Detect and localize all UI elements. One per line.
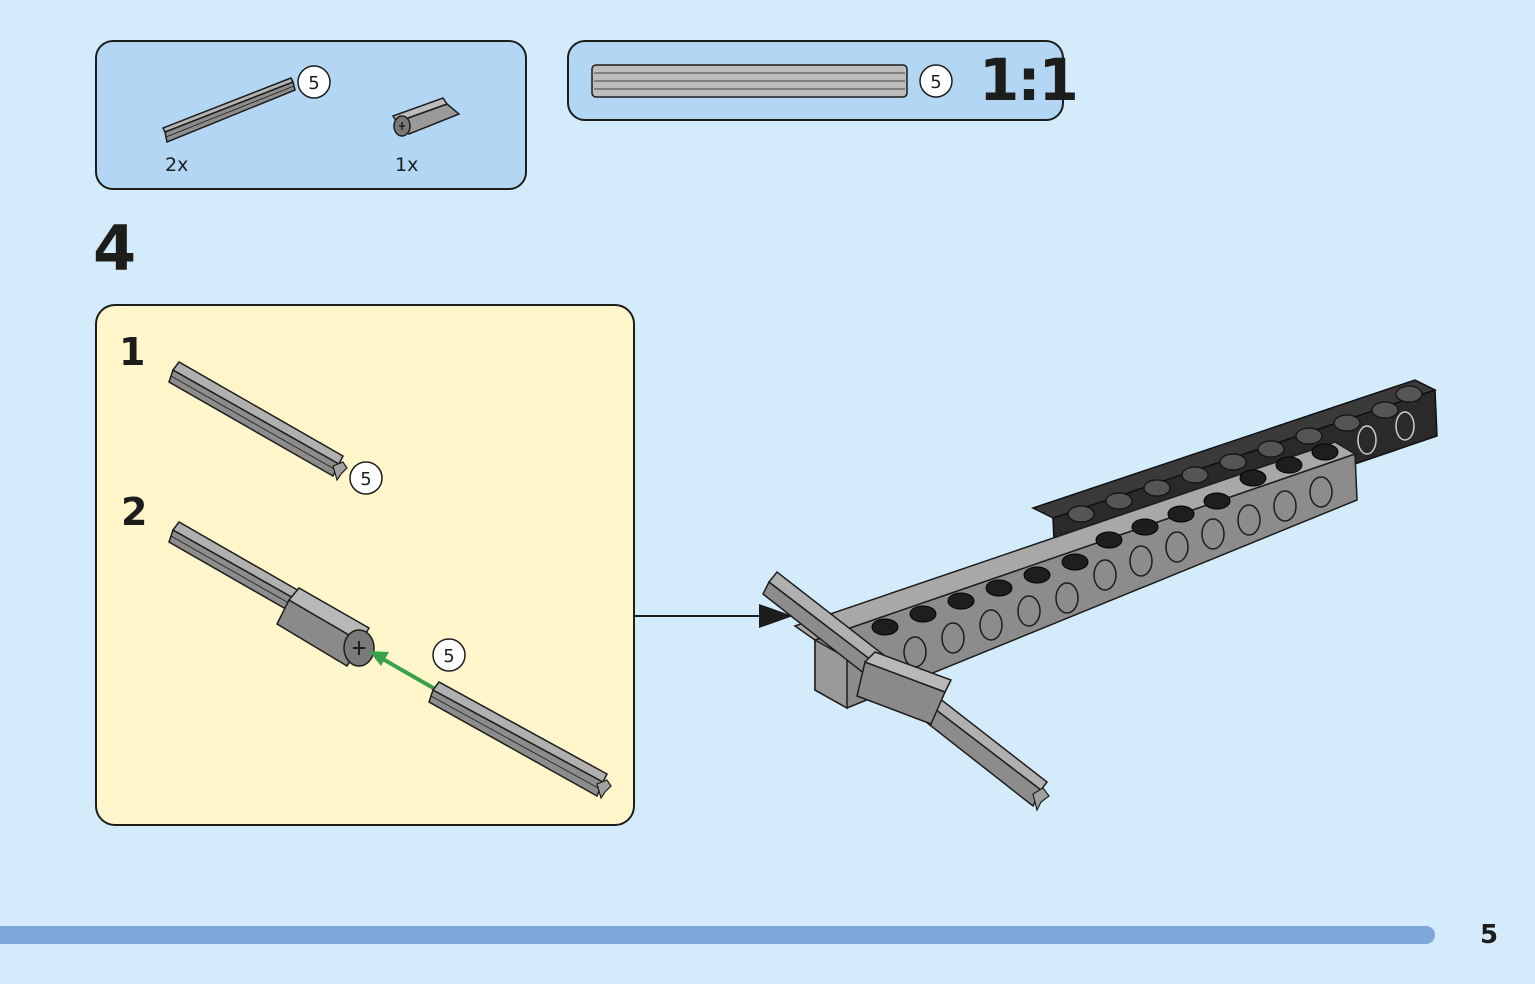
scale-label: 1:1 [979, 46, 1079, 114]
parts-illustration: 5 [161, 65, 461, 144]
progress-bar [0, 926, 1435, 944]
substep-number: 1 [119, 330, 146, 374]
substep-number: 2 [121, 490, 148, 534]
main-assembly-illustration [635, 379, 1438, 812]
axle-through-beam [762, 570, 1050, 812]
quantity-label: 2x [165, 154, 189, 176]
subassembly-illustration: 5 5 [168, 361, 612, 800]
placement-arrow-head [759, 604, 793, 628]
axle-connector-part [391, 97, 461, 137]
grey-beam [793, 441, 1358, 710]
page-number: 5 [1480, 920, 1499, 950]
axle-5-part [161, 77, 296, 144]
insert-arrow-head [369, 651, 389, 666]
axle-5-part [428, 681, 612, 800]
scale-callout: 5 1:1 [567, 40, 1079, 121]
length-badge-label: 5 [308, 73, 319, 94]
step-number: 4 [93, 212, 137, 285]
length-badge [297, 65, 331, 99]
length-badge-label: 5 [443, 646, 454, 667]
quantity-label: 1x [395, 154, 419, 176]
subassembly-panel: 1 2 5 5 [95, 304, 635, 826]
axle-5-part [168, 361, 348, 482]
axle-with-connector [168, 521, 375, 668]
parts-callout: 5 2x 1x [95, 40, 527, 190]
length-badge-label: 5 [360, 469, 371, 490]
insert-arrow [380, 656, 436, 691]
length-badge-label: 5 [930, 72, 941, 93]
axle-actual-size: 5 [591, 64, 953, 98]
